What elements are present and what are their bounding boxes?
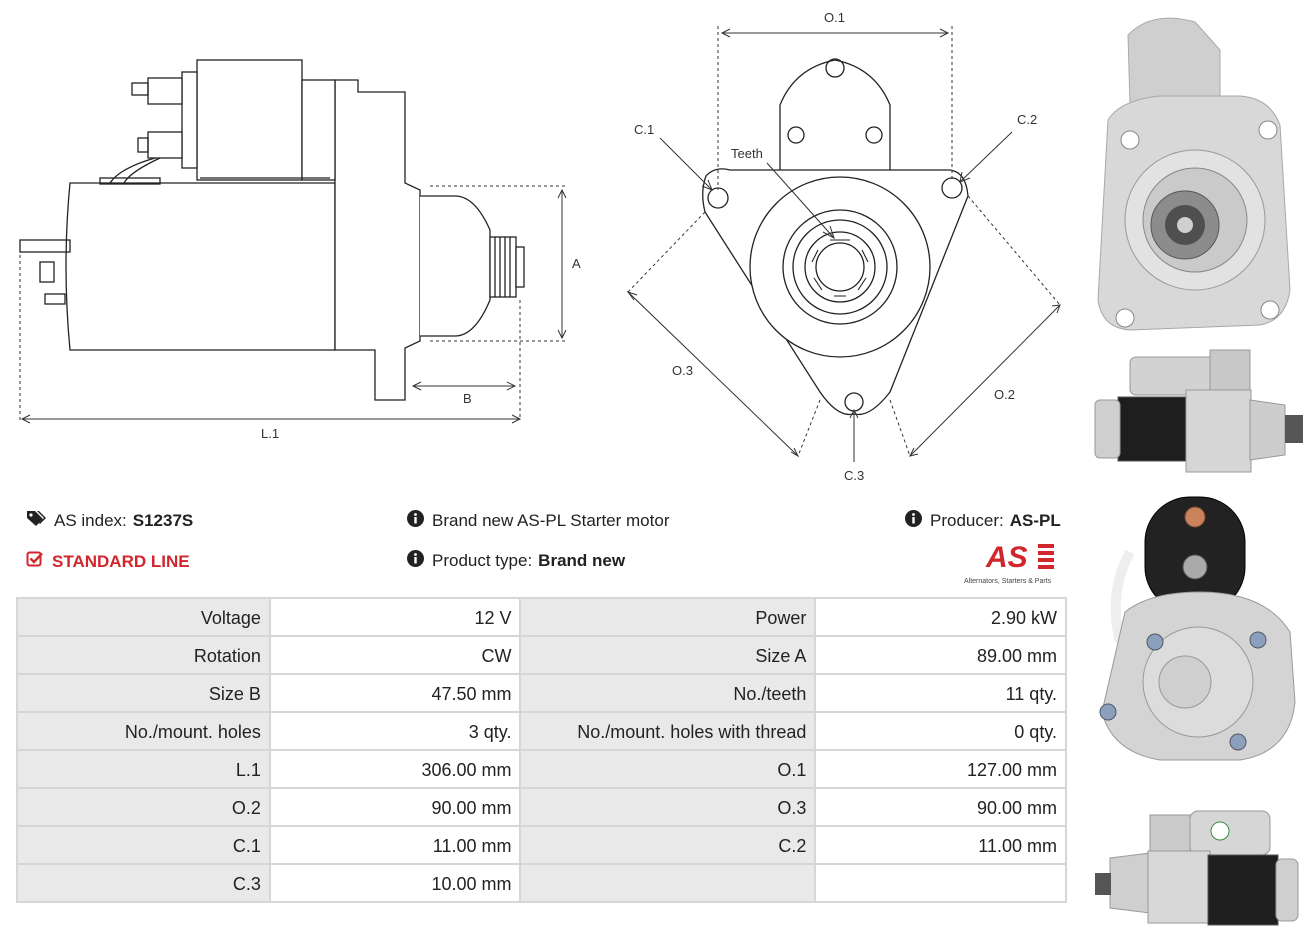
dimension-b-label: B xyxy=(463,391,472,406)
logo-tagline: Alternators, Starters & Parts xyxy=(964,578,1052,585)
tags-icon xyxy=(26,510,46,531)
dimension-l1-label: L.1 xyxy=(261,426,279,441)
technical-drawings: A B L.1 O.1 O.2 O.3 C. xyxy=(19,10,1061,483)
description-text: Brand new AS-PL Starter motor xyxy=(432,511,670,530)
spec-value: 0 qty. xyxy=(816,713,1065,749)
teeth-label: Teeth xyxy=(731,146,763,161)
spec-label: Size A xyxy=(521,637,815,673)
spec-label: No./mount. holes with thread xyxy=(521,713,815,749)
spec-label: C.1 xyxy=(18,827,269,863)
info-icon xyxy=(407,550,424,572)
spec-value: 127.00 mm xyxy=(816,751,1065,787)
as-pl-logo: AS Alternators, Starters & Parts xyxy=(964,540,1068,585)
spec-label: Rotation xyxy=(18,637,269,673)
svg-text:AS: AS xyxy=(985,541,1028,572)
spec-value: 2.90 kW xyxy=(816,599,1065,635)
info-icon xyxy=(407,510,424,532)
spec-label xyxy=(521,865,815,901)
dimension-o3-label: O.3 xyxy=(672,363,693,378)
checkbox-checked-icon xyxy=(26,550,44,573)
spec-value: 11 qty. xyxy=(816,675,1065,711)
front-view-dimensions xyxy=(626,26,1061,462)
product-type-value: Brand new xyxy=(538,551,626,570)
product-photo-rear xyxy=(1099,496,1296,761)
spec-label: C.3 xyxy=(18,865,269,901)
spec-label: Size B xyxy=(18,675,269,711)
spec-value: 90.00 mm xyxy=(270,789,520,825)
product-line: STANDARD LINE xyxy=(26,550,190,573)
as-index-value: S1237S xyxy=(132,510,194,530)
product-type-label: Product type: xyxy=(432,551,533,570)
producer-value: AS-PL xyxy=(1009,511,1061,530)
side-view-dimensions xyxy=(19,185,567,424)
spec-value: 11.00 mm xyxy=(270,827,520,863)
spec-label: O.1 xyxy=(521,751,815,787)
producer-info: Producer: AS-PL xyxy=(905,510,1061,532)
description-info: Brand new AS-PL Starter motor xyxy=(407,510,669,532)
spec-value: CW xyxy=(270,637,520,673)
spec-value: 10.00 mm xyxy=(270,865,520,901)
as-index-label: AS index: xyxy=(54,510,127,530)
product-photo-side-rear xyxy=(1095,810,1299,926)
info-icon xyxy=(905,510,922,532)
spec-label: No./mount. holes xyxy=(18,713,269,749)
spec-label: O.2 xyxy=(18,789,269,825)
dimension-c3-label: C.3 xyxy=(844,468,864,483)
spec-label: C.2 xyxy=(521,827,815,863)
spec-value xyxy=(816,865,1065,901)
side-view-drawing xyxy=(19,59,525,401)
spec-label: Power xyxy=(521,599,815,635)
dimension-a-label: A xyxy=(572,256,581,271)
dimension-c2-label: C.2 xyxy=(1017,112,1037,127)
spec-value: 90.00 mm xyxy=(816,789,1065,825)
spec-value: 11.00 mm xyxy=(816,827,1065,863)
product-photo-side xyxy=(1094,349,1303,473)
front-view-drawing xyxy=(702,58,969,416)
spec-label: No./teeth xyxy=(521,675,815,711)
spec-value: 3 qty. xyxy=(270,713,520,749)
spec-value: 89.00 mm xyxy=(816,637,1065,673)
product-photo-front xyxy=(1097,17,1291,331)
as-index-info: AS index: S1237S xyxy=(26,510,193,531)
spec-value: 47.50 mm xyxy=(270,675,520,711)
producer-label: Producer: xyxy=(930,511,1004,530)
dimension-c1-label: C.1 xyxy=(634,122,654,137)
spec-label: O.3 xyxy=(521,789,815,825)
spec-label: Voltage xyxy=(18,599,269,635)
dimension-o2-label: O.2 xyxy=(994,387,1015,402)
spec-value: 306.00 mm xyxy=(270,751,520,787)
product-type-info: Product type: Brand new xyxy=(407,550,625,572)
spec-label: L.1 xyxy=(18,751,269,787)
standard-line-label: STANDARD LINE xyxy=(52,551,190,571)
as-pl-logo-mark: AS xyxy=(985,541,1054,574)
spec-value: 12 V xyxy=(270,599,520,635)
dimension-o1-label: O.1 xyxy=(824,10,845,25)
